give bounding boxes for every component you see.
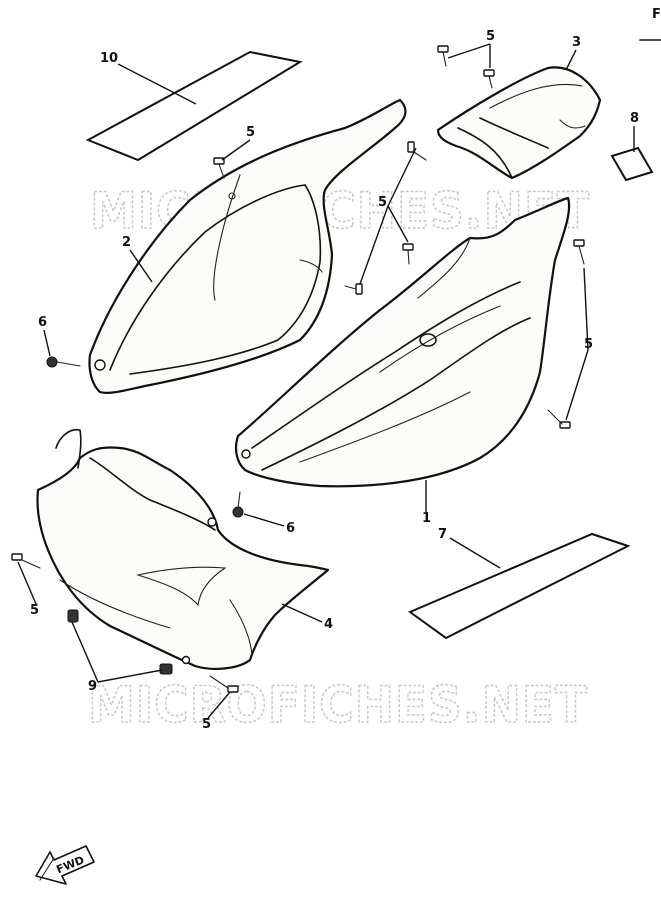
part-4-lower-cover — [36, 428, 330, 670]
part-3-tail-cover — [436, 66, 602, 180]
screw-6-center — [232, 491, 244, 518]
callout-5: 5 — [246, 125, 255, 140]
corner-mark: F — [652, 7, 661, 22]
bolt-5-top-b — [483, 69, 495, 89]
bolt-5-lower-left — [11, 553, 41, 569]
callout-6: 6 — [286, 521, 295, 536]
bolt-5-lower — [209, 675, 239, 693]
fasteners — [11, 45, 585, 693]
part-8-small-emblem — [610, 146, 654, 182]
callout-3: 3 — [572, 35, 581, 50]
part-10-emblem-decal — [85, 50, 303, 162]
callout-8: 8 — [630, 111, 639, 126]
callout-2: 2 — [122, 235, 131, 250]
bolt-5-right — [573, 239, 585, 265]
part-2-left-side-cover — [88, 98, 407, 394]
forward-arrow-icon: FWD — [35, 845, 95, 885]
bolt-5-upper-right — [407, 141, 427, 161]
callout-5: 5 — [30, 603, 39, 618]
watermark-bottom: MICROFICHES.NET — [88, 676, 588, 734]
nut-9-b — [159, 663, 173, 675]
callout-1: 1 — [422, 511, 431, 526]
part-7-side-decal — [407, 532, 631, 640]
callout-4: 4 — [324, 617, 333, 632]
part-1-right-side-cover — [234, 196, 571, 488]
bolt-5-center — [402, 243, 414, 265]
callout-6: 6 — [38, 315, 47, 330]
bolt-5-upper-left — [213, 157, 225, 179]
bolt-5-top-a — [437, 45, 449, 67]
callout-10: 10 — [100, 51, 118, 66]
callout-5: 5 — [584, 337, 593, 352]
callout-9: 9 — [88, 679, 97, 694]
bolt-5-mid — [344, 283, 363, 295]
callout-5: 5 — [486, 29, 495, 44]
callouts: 10 5 3 8 5 2 5 6 5 6 1 7 5 4 9 5 — [30, 29, 639, 732]
callout-5: 5 — [202, 717, 211, 732]
callout-5: 5 — [378, 195, 387, 210]
leader-lines — [17, 43, 635, 719]
callout-7: 7 — [438, 527, 447, 542]
nut-9-a — [67, 609, 79, 623]
bolt-5-right-lower — [547, 409, 571, 429]
screw-6-left — [46, 356, 81, 368]
